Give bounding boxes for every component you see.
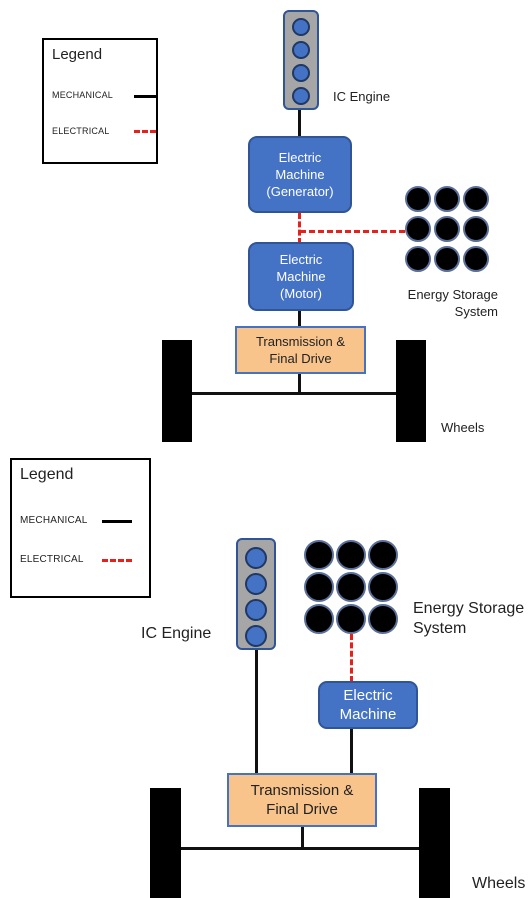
wheel — [396, 340, 426, 442]
ic-engine-block — [283, 10, 319, 110]
battery-cell-icon — [368, 604, 398, 634]
battery-cell-icon — [434, 186, 460, 212]
parallel-legend: Legend MECHANICAL ELECTRICAL — [10, 458, 151, 598]
battery-cell-icon — [336, 540, 366, 570]
axle — [180, 847, 420, 850]
cylinder-icon — [292, 41, 310, 59]
cylinder-icon — [245, 599, 267, 621]
axle — [190, 392, 398, 395]
cylinder-icon — [292, 64, 310, 82]
legend-electrical-line — [134, 130, 156, 133]
cylinder-icon — [292, 87, 310, 105]
electric-motor: Electric Machine (Motor) — [248, 242, 354, 311]
battery-cell-icon — [368, 540, 398, 570]
drive-shaft — [298, 374, 301, 394]
battery-cell-icon — [405, 186, 431, 212]
battery-cell-icon — [405, 246, 431, 272]
electrical-link — [350, 634, 353, 682]
battery-cell-icon — [463, 186, 489, 212]
mechanical-link — [255, 650, 258, 774]
battery-cell-icon — [405, 216, 431, 242]
energy-storage-label: Energy Storage System — [413, 600, 525, 637]
battery-cell-icon — [434, 216, 460, 242]
ic-engine-label: IC Engine — [141, 625, 212, 642]
legend-mechanical-line — [102, 520, 132, 523]
wheel — [162, 340, 192, 442]
battery-cell-icon — [336, 604, 366, 634]
transmission: Transmission & Final Drive — [227, 773, 377, 827]
wheels-label: Wheels — [441, 420, 485, 435]
series-legend: Legend MECHANICAL ELECTRICAL — [42, 38, 158, 164]
cylinder-icon — [245, 625, 267, 647]
battery-cell-icon — [336, 572, 366, 602]
legend-electrical-label: ELECTRICAL — [52, 126, 110, 136]
battery-cell-icon — [368, 572, 398, 602]
battery-cell-icon — [304, 572, 334, 602]
battery-cell-icon — [304, 540, 334, 570]
legend-title: Legend — [52, 46, 103, 63]
mechanical-link — [350, 729, 353, 774]
legend-electrical-label: ELECTRICAL — [20, 554, 84, 565]
electric-generator: Electric Machine (Generator) — [248, 136, 352, 213]
wheel — [419, 788, 450, 898]
legend-mechanical-label: MECHANICAL — [20, 515, 88, 526]
wheels-label: Wheels — [472, 875, 526, 892]
cylinder-icon — [292, 18, 310, 36]
electrical-link — [300, 230, 405, 233]
legend-mechanical-label: MECHANICAL — [52, 90, 114, 100]
battery-cell-icon — [463, 216, 489, 242]
battery-cell-icon — [304, 604, 334, 634]
battery-cell-icon — [463, 246, 489, 272]
wheel — [150, 788, 181, 898]
transmission: Transmission & Final Drive — [235, 326, 366, 374]
electric-machine: Electric Machine — [318, 681, 418, 729]
legend-electrical-line — [102, 559, 132, 562]
battery-cell-icon — [434, 246, 460, 272]
mechanical-link — [298, 311, 301, 327]
electrical-link — [298, 213, 301, 244]
energy-storage-label: Energy Storage System — [407, 287, 498, 319]
drive-shaft — [301, 827, 304, 849]
mechanical-link — [298, 110, 301, 138]
legend-mechanical-line — [134, 95, 156, 98]
cylinder-icon — [245, 547, 267, 569]
ic-engine-block — [236, 538, 276, 650]
ic-engine-label: IC Engine — [333, 89, 391, 104]
cylinder-icon — [245, 573, 267, 595]
legend-title: Legend — [20, 466, 74, 483]
